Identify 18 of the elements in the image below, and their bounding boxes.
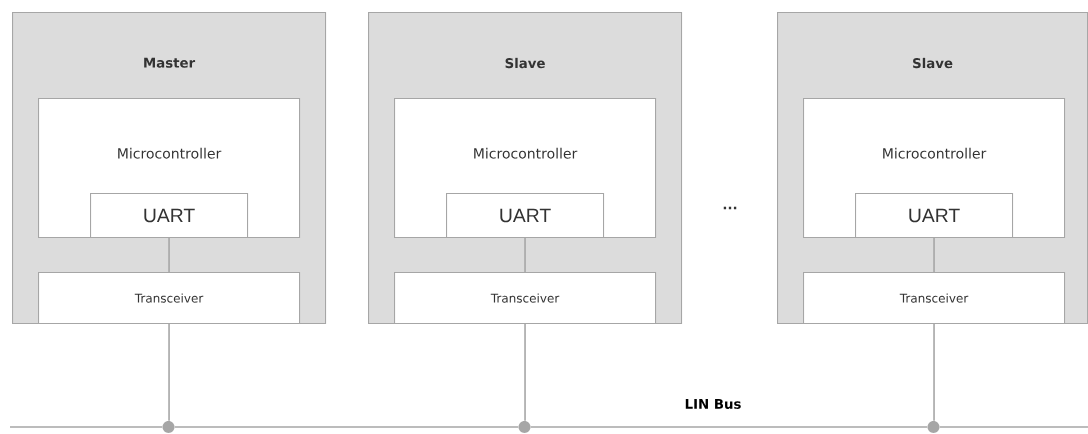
transceiver-box: Transceiver [38, 272, 301, 325]
connector-line [524, 323, 526, 422]
connector-line [9, 426, 164, 428]
bus-label: LIN Bus [685, 399, 741, 409]
connector-line [168, 323, 170, 422]
ellipsis-text: ... [723, 206, 737, 210]
connector-line [174, 426, 520, 428]
connector-line [933, 237, 935, 273]
uart-box: UART [446, 193, 605, 239]
connector-line [938, 426, 1088, 428]
connector-line [168, 237, 170, 273]
uart-box: UART [90, 193, 249, 239]
uart-box: UART [855, 193, 1014, 239]
connector-line [524, 237, 526, 273]
transceiver-box: Transceiver [803, 272, 1066, 325]
connector-line [530, 426, 929, 428]
transceiver-box: Transceiver [394, 272, 657, 325]
connector-line [933, 323, 935, 422]
